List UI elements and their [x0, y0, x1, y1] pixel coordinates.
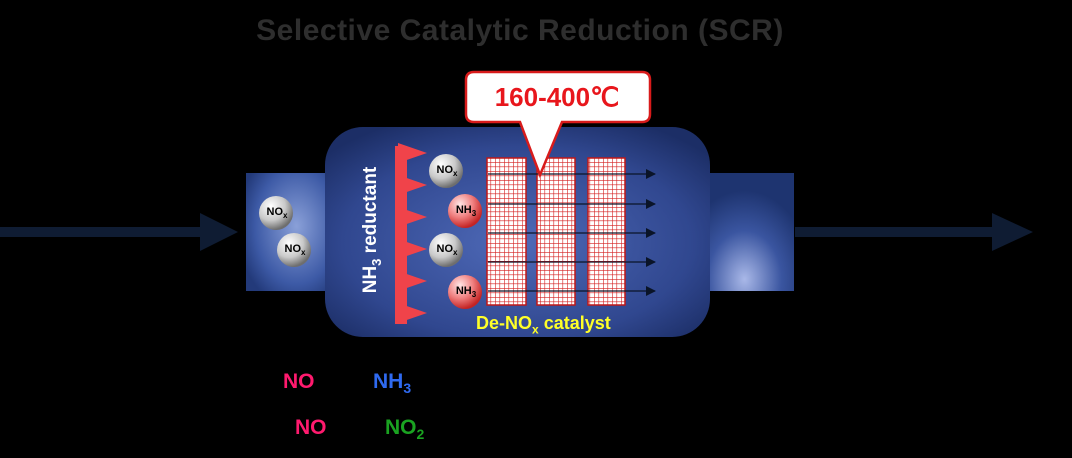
catalyst-block-3 — [587, 157, 626, 306]
nh3-molecule-icon — [448, 194, 482, 228]
catalyst-flow-lines — [488, 169, 656, 296]
nh3-molecule-icon — [448, 275, 482, 309]
chamber-nh3-label: NH3 — [455, 285, 477, 300]
temperature-callout — [464, 70, 652, 179]
inlet-pipe — [246, 173, 330, 291]
catalyst-label: De-NOx catalyst — [476, 313, 611, 337]
outlet-pipe — [704, 173, 794, 291]
diagram-title: Selective Catalytic Reduction (SCR) — [256, 14, 784, 47]
chamber-nox-label: NOx — [436, 164, 458, 179]
catalyst-block-1 — [486, 157, 527, 306]
reductant-label: NH3 reductant — [360, 166, 384, 294]
nox-molecule-icon — [259, 196, 293, 230]
chamber-nox-label: NOx — [436, 243, 458, 258]
chamber-nh3-label: NH3 — [455, 204, 477, 219]
outlet-flow-arrow — [795, 213, 1033, 251]
catalyst-block-2 — [536, 157, 576, 306]
inlet-nox-label: NOx — [284, 243, 306, 258]
legend-nh3: NH3 — [373, 370, 412, 397]
nox-molecule-icon — [277, 233, 311, 267]
reductant-arrows — [395, 143, 427, 324]
legend-no-2: NO — [295, 416, 327, 439]
temperature-label: 160-400℃ — [494, 81, 620, 112]
nox-molecule-icon — [429, 233, 463, 267]
inlet-flow-arrow — [0, 213, 238, 251]
legend-no-1: NO — [283, 370, 315, 393]
legend-no2: NO2 — [385, 416, 425, 443]
inlet-nox-label: NOx — [266, 206, 288, 221]
nox-molecule-icon — [429, 154, 463, 188]
